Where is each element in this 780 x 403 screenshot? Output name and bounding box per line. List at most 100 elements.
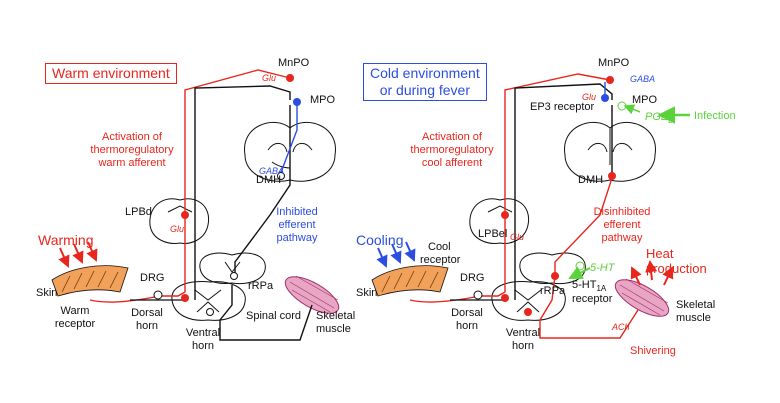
left-black-path-1: [194, 85, 291, 300]
left-muscle-label-1: Skeletal: [316, 310, 355, 322]
left-efferent-label-3: pathway: [277, 232, 318, 244]
right-skin: [371, 265, 449, 297]
right-black-path-1: [514, 83, 613, 300]
left-dorsal-label-2: horn: [136, 320, 158, 332]
right-pge2-label: PGE2: [645, 111, 673, 125]
right-receptor-label-2: receptor: [420, 254, 461, 266]
left-lpb-section: [149, 198, 210, 244]
right-muscle-label-1: Skeletal: [676, 299, 715, 311]
left-afferent-label-3: warm afferent: [97, 157, 165, 169]
left-blue-inhibitory-path: [279, 100, 298, 176]
left-receptor-label-2: receptor: [55, 318, 96, 330]
right-5ht-receptor-label-2: receptor: [572, 293, 613, 305]
right-5ht-receptor-label: 5-HT1A: [572, 279, 607, 293]
left-mpo-label: MPO: [310, 94, 336, 106]
right-heat-label-2: production: [646, 261, 707, 276]
right-brain-section: [564, 121, 656, 182]
left-afferent-label-1: Activation of: [102, 131, 163, 143]
right-panel-title: Cold environment or during fever: [363, 63, 487, 101]
right-afferent-label-2: thermoregulatory: [410, 144, 494, 156]
left-ventral-label-1: Ventral: [186, 327, 220, 339]
right-skin-label: Skin: [356, 287, 377, 299]
right-red-efferent-path: [539, 177, 639, 339]
right-glu-label: Glu: [582, 92, 596, 102]
left-lpb-node: [181, 211, 189, 219]
right-panel-diagram: MnPO GABA Glu EP3 receptor MPO PGE2 Infe…: [356, 57, 736, 357]
right-stimulus-label: Cooling: [356, 232, 403, 248]
left-mpo-node: [293, 98, 301, 106]
left-drg-label: DRG: [140, 272, 164, 284]
left-medulla-section: [199, 252, 266, 285]
right-skeletal-muscle: [614, 278, 670, 317]
right-muscle-label-2: muscle: [676, 312, 711, 324]
right-rrpa-label: rRPa: [540, 285, 566, 297]
right-dorsal-label-2: horn: [456, 320, 478, 332]
left-mnpo-node: [286, 74, 294, 82]
left-warming-arrows: [58, 241, 98, 268]
right-heat-label-1: Heat: [646, 246, 674, 261]
right-5ht-arrow: [568, 266, 591, 279]
left-red-afferent-path: [89, 69, 291, 303]
right-mpo-label: MPO: [632, 94, 658, 106]
right-mpo-node: [601, 94, 609, 102]
right-red-afferent-path: [409, 73, 611, 303]
right-ventral-label-1: Ventral: [506, 327, 540, 339]
left-ventral-node: [206, 308, 214, 316]
right-pge2-arrow: [623, 104, 641, 115]
left-skin: [51, 265, 129, 297]
left-drg-node: [153, 290, 163, 300]
right-dorsal-node: [501, 294, 509, 302]
left-black-path-2: [234, 105, 291, 275]
right-lpb-node: [501, 211, 509, 219]
left-dmh-label: DMH: [256, 174, 281, 186]
right-title-line-2: or during fever: [379, 82, 470, 98]
left-panel-diagram: MnPO Glu MPO Activation of thermoregulat…: [36, 57, 355, 352]
left-panel-title: Warm environment: [45, 63, 177, 84]
right-mnpo-label: MnPO: [598, 57, 630, 69]
left-lpb-glu-label: Glu: [170, 224, 184, 234]
right-efferent-label-1: Disinhibited: [594, 206, 651, 218]
left-dmh-node: [277, 172, 285, 180]
left-afferent-label-2: thermoregulatory: [90, 144, 174, 156]
left-glu-label: Glu: [262, 73, 276, 83]
left-mnpo-label: MnPO: [278, 57, 310, 69]
right-drg-label: DRG: [460, 272, 484, 284]
left-efferent-label-2: efferent: [278, 219, 315, 231]
left-ventral-label-2: horn: [192, 340, 214, 352]
left-dorsal-node: [181, 294, 189, 302]
left-lpb-label: LPBd: [125, 206, 152, 218]
left-efferent-label-1: Inhibited: [276, 206, 318, 218]
left-skeletal-muscle: [284, 275, 340, 314]
right-afferent-label-1: Activation of: [422, 131, 483, 143]
right-ach-label: ACh: [611, 322, 630, 332]
left-stimulus-label: Warming: [38, 232, 94, 248]
right-receptor-label-1: Cool: [428, 241, 451, 253]
right-ventral-label-2: horn: [512, 340, 534, 352]
right-dmh-node: [608, 172, 616, 180]
right-spinal-cord: [491, 281, 566, 321]
left-rrpa-label: rRPa: [248, 280, 274, 292]
left-spinal-cord: [171, 281, 246, 321]
right-ventral-node: [524, 308, 532, 316]
right-efferent-label-2: efferent: [603, 219, 640, 231]
left-muscle-label-2: muscle: [316, 323, 351, 335]
right-lpb-label: LPBel: [478, 228, 507, 240]
right-dorsal-label-1: Dorsal: [451, 307, 483, 319]
right-lpb-section: [469, 198, 530, 244]
right-shivering-label: Shivering: [630, 345, 676, 357]
left-black-path-3: [219, 285, 313, 341]
left-rrpa-node: [230, 272, 238, 280]
right-lpb-glu-label: Glu: [510, 232, 524, 242]
right-afferent-label-3: cool afferent: [422, 157, 482, 169]
right-5ht-inhibit-symbol: [575, 261, 585, 271]
right-gaba-label: GABA: [630, 74, 655, 84]
left-receptor-label-1: Warm: [61, 305, 90, 317]
right-efferent-label-3: pathway: [602, 232, 643, 244]
right-cooling-arrows: [376, 241, 416, 268]
left-spinal-cord-label: Spinal cord: [246, 310, 301, 322]
right-heat-arrows: [630, 260, 674, 286]
right-dmh-label: DMH: [578, 174, 603, 186]
left-gaba-label: GABA: [259, 166, 284, 176]
right-infection-label: Infection: [694, 110, 736, 122]
